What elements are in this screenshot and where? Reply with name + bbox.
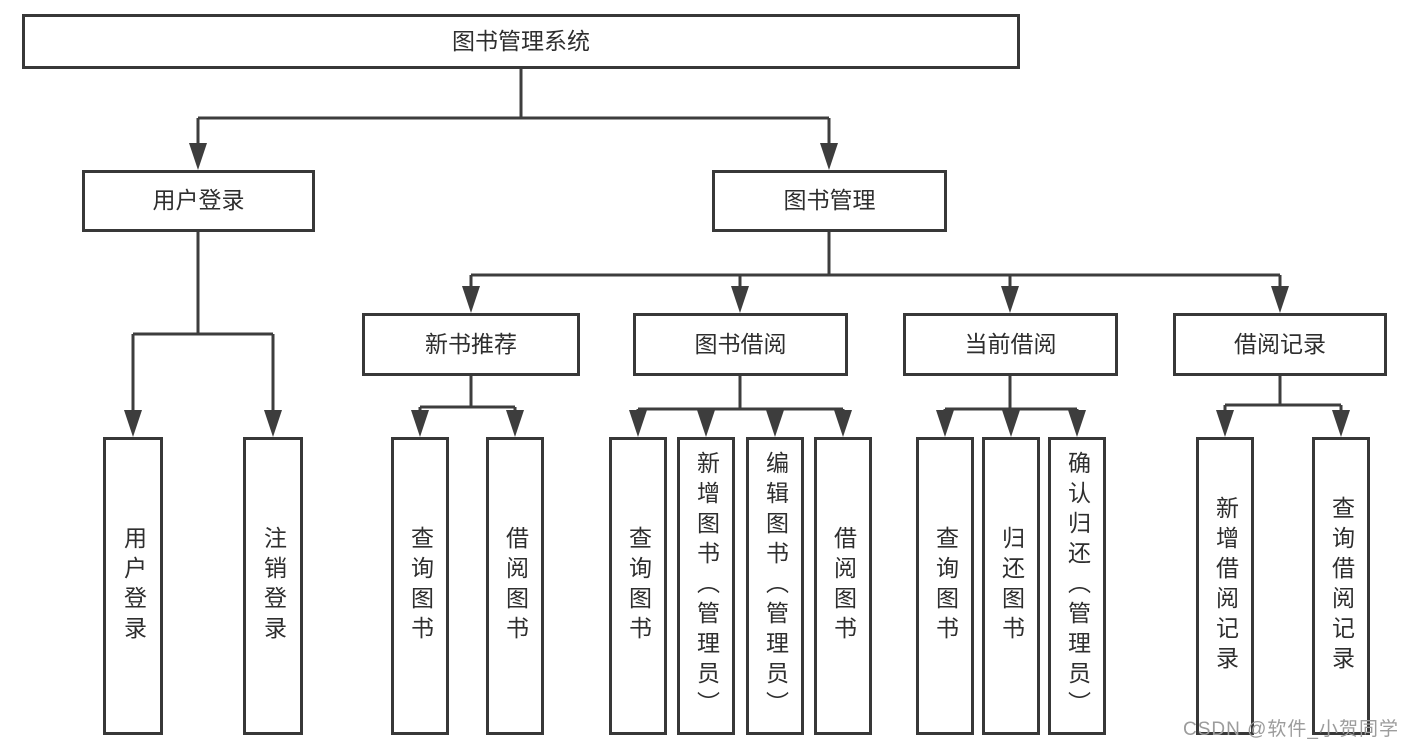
connector-root-to-level2 <box>196 69 831 148</box>
leaf-borrow-book-2: 借阅图书 <box>814 437 872 735</box>
node-new-book-recommend: 新书推荐 <box>362 313 580 376</box>
leaf-user-login: 用户登录 <box>103 437 163 735</box>
connector-book-borrow-children <box>636 376 845 415</box>
node-label: 新书推荐 <box>425 330 517 357</box>
node-label: 新增借阅记录 <box>1212 496 1239 676</box>
leaf-edit-book-admin: 编辑图书（管理员） <box>746 437 804 735</box>
node-root-library-system: 图书管理系统 <box>22 14 1020 69</box>
node-label: 查询图书 <box>407 526 434 646</box>
node-label: 新增图书（管理员） <box>693 451 720 721</box>
node-label: 编辑图书（管理员） <box>762 451 789 721</box>
leaf-borrow-book-1: 借阅图书 <box>486 437 544 735</box>
leaf-query-book-3: 查询图书 <box>916 437 974 735</box>
leaf-query-book-2: 查询图书 <box>609 437 667 735</box>
connector-borrow-record-children <box>1223 376 1343 415</box>
leaf-query-book-1: 查询图书 <box>391 437 449 735</box>
node-label: 注销登录 <box>260 526 287 646</box>
node-label: 借阅图书 <box>830 526 857 646</box>
leaf-confirm-return-admin: 确认归还（管理员） <box>1048 437 1106 735</box>
node-label: 用户登录 <box>152 187 245 214</box>
leaf-return-book: 归还图书 <box>982 437 1040 735</box>
leaf-add-book-admin: 新增图书（管理员） <box>677 437 735 735</box>
node-label: 借阅记录 <box>1234 330 1326 357</box>
connector-book-management-children <box>469 232 1282 291</box>
node-label: 用户登录 <box>120 526 147 646</box>
node-label: 归还图书 <box>998 526 1025 646</box>
node-label: 当前借阅 <box>964 330 1057 357</box>
node-label: 借阅图书 <box>502 526 529 646</box>
node-user-login: 用户登录 <box>82 170 315 232</box>
node-label: 查询图书 <box>625 526 652 646</box>
node-current-borrow: 当前借阅 <box>903 313 1118 376</box>
node-book-borrow: 图书借阅 <box>633 313 848 376</box>
node-label: 确认归还（管理员） <box>1064 451 1091 721</box>
leaf-logout: 注销登录 <box>243 437 303 735</box>
connector-user-login-children <box>131 232 275 415</box>
node-label: 查询借阅记录 <box>1328 496 1355 676</box>
leaf-query-borrow-record: 查询借阅记录 <box>1312 437 1370 735</box>
connector-current-borrow-children <box>943 376 1079 415</box>
node-label: 图书借阅 <box>694 330 787 357</box>
connector-new-book-children <box>418 376 517 415</box>
node-borrow-record: 借阅记录 <box>1173 313 1387 376</box>
node-label: 图书管理系统 <box>452 27 590 54</box>
node-book-management: 图书管理 <box>712 170 947 232</box>
leaf-add-borrow-record: 新增借阅记录 <box>1196 437 1254 735</box>
csdn-watermark: CSDN @软件_小贺同学 <box>1183 719 1399 740</box>
node-label: 查询图书 <box>932 526 959 646</box>
node-label: 图书管理 <box>783 187 876 214</box>
